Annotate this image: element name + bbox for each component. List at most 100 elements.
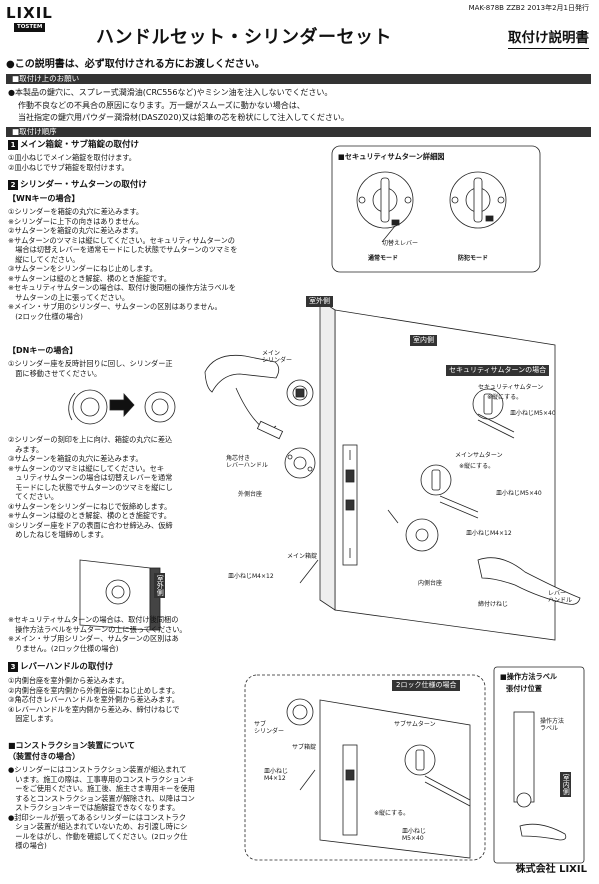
security-detail-box — [331, 145, 541, 273]
step3-line: ④レバーハンドルを室内側から差込み、締付けねじで — [8, 704, 180, 714]
wn-key-heading: 【WNキーの場合】 — [8, 194, 80, 203]
security-case-label: セキュリティサムターンの場合 — [446, 365, 550, 377]
wn-line: サムターンの上に張ってください。 — [8, 292, 130, 302]
construction-line: ●シリンダーにはコンストラクション装置が組込まれて — [8, 765, 187, 774]
construction-line: います。施工の際は、工事専用のコンストラクションキ — [8, 774, 195, 784]
normal-mode-label: 通常モード — [368, 255, 399, 262]
dn-line: ※セキュリティサムターンの場合は、取付け後同梱の — [8, 615, 179, 624]
set-screw-label: 締付けねじ — [478, 601, 509, 608]
step2-num: 2 — [8, 180, 18, 190]
step1-title: メイン箱錠・サブ箱錠の取付け — [20, 140, 140, 150]
request-line: ●本製品の鍵穴に、スプレー式潤滑油(CRC556など)やミシン油を注入しないでく… — [8, 88, 333, 97]
screw-m4x12-label-b: 皿小ねじM4×12 — [228, 573, 274, 580]
dn-line: ①シリンダー座を反時計回りに回し、シリンダー正 — [8, 359, 173, 368]
inner-lever-drawing — [477, 557, 581, 605]
dn-line: 操作方法ラベルをサムターンの上に張ってください。 — [8, 624, 187, 634]
dn-line: めしたねじを増締めします。 — [8, 530, 108, 539]
construction-heading: ■コンストラクション装置について — [8, 741, 136, 750]
step1-line: ②皿小ねじでサブ箱錠を取付けます。 — [8, 162, 129, 172]
dn-line: りません。(2ロック仕様の場合) — [8, 643, 119, 653]
screw-m5x40-label-b: 皿小ねじM5×40 — [496, 490, 542, 497]
wn-line: ※シリンダーに上下の向きはありません。 — [8, 216, 144, 226]
wn-key-text: ①シリンダーを箱錠の丸穴に差込みます。 ※シリンダーに上下の向きはありません。 … — [8, 207, 270, 321]
vertical-note-1: ※縦にする。 — [487, 394, 523, 401]
dn-line: ③サムターンを箱錠の丸穴に差込みます。 — [8, 454, 143, 463]
construction-subheading: （装置付きの場合） — [8, 752, 80, 761]
procedure-section-bar: ■取付け順序 — [6, 127, 591, 137]
dn-line: てください。 — [8, 492, 59, 501]
dn-line: みます。 — [8, 444, 44, 454]
step1-num: 1 — [8, 140, 18, 150]
wn-line: ①シリンダーを箱錠の丸穴に差込みます。 — [8, 207, 144, 216]
step3-line: ②内側台座を室内側から外側台座にねじ止めします。 — [8, 685, 180, 695]
dn-line: ※メイン・サブ用シリンダー、サムターンの区別はあ — [8, 634, 179, 643]
dn-line: ※サムターンは縦のとき解錠、横のとき施錠です。 — [8, 511, 171, 520]
wn-line: 場合は切替えレバーを通常モードにした状態でサムターンのツマミを — [8, 245, 238, 254]
construction-line: ールをはがし、作動を確認してください。(2ロック仕 — [8, 831, 188, 841]
two-lock-screw-m4x12: 皿小ねじ M4×12 — [264, 768, 289, 783]
dn-key-text-c: ※セキュリティサムターンの場合は、取付け後同梱の 操作方法ラベルをサムターンの上… — [8, 615, 233, 653]
label-box-inside: 室内側 — [560, 772, 572, 797]
dn-line: 面に移動させてください。 — [8, 368, 102, 378]
main-thumb-label: メインサムターン — [455, 452, 503, 459]
request-line: 作動不良などの不具合の原因になります。万一鍵がスムーズに動かない場合は、 — [18, 100, 305, 110]
sub-thumb-label: サブサムターン — [394, 721, 436, 728]
step3-text: ①内側台座を室外側から差込みます。 ②内側台座を室内側から外側台座にねじ止めしま… — [8, 676, 233, 724]
logo-sub: TOSTEM — [14, 23, 46, 33]
step2-title: シリンダー・サムターンの取付け — [20, 180, 147, 190]
two-lock-vertical-note: ※縦にする。 — [374, 810, 410, 817]
security-thumb-crime-drawing — [449, 171, 507, 229]
wn-line: 縦にしてください。 — [8, 254, 80, 264]
dn-line: ⑤シリンダー座をドアの表面に合わせ締込み、仮締 — [8, 520, 173, 530]
operation-label-text: 操作方法 ラベル — [540, 718, 565, 733]
wn-line: ※メイン・サブ用のシリンダー、サムターンの区別はありません。 — [8, 302, 222, 311]
wn-line: ③サムターンをシリンダーにねじ止めします。 — [8, 264, 157, 273]
lever-handle-label: レバー ハンドル — [548, 590, 573, 605]
construction-line: ストラクションキーでは施解錠できなくなります。 — [8, 803, 180, 812]
dn-line: ④サムターンをシリンダーにねじで仮締めします。 — [8, 501, 172, 511]
label-box-subtitle: 張付け位置 — [506, 684, 542, 693]
construction-text: ●シリンダーにはコンストラクション装置が組込まれて います。施工の際は、工事専用… — [8, 765, 238, 851]
step3-title: レバーハンドルの取付け — [20, 662, 114, 672]
security-detail-title: ■セキュリティサムターン詳細図 — [338, 152, 445, 161]
logo-text: LIXIL — [6, 4, 53, 22]
wn-line: ②サムターンを箱錠の丸穴に差込みます。 — [8, 226, 143, 235]
construction-line: するとコンストラクション装置が解除され、以降はコン — [8, 793, 195, 803]
security-thumb-label: セキュリティサムターン — [478, 384, 544, 391]
screw-m5x40-label-a: 皿小ねじM5×40 — [510, 410, 556, 417]
step3-line: 固定します。 — [8, 714, 58, 723]
step3-num: 3 — [8, 662, 18, 672]
page-title: ハンドルセット・シリンダーセット — [96, 27, 392, 48]
manual-label: 取付け説明書 — [508, 30, 589, 49]
wn-line: (2ロック仕様の場合) — [8, 311, 83, 321]
dn-key-heading: 【DNキーの場合】 — [8, 346, 78, 355]
construction-line: ーをご使用ください。施工後、施主さま専用キーを使用 — [8, 784, 195, 793]
inside-label: 室内側 — [410, 335, 437, 347]
outer-lever-drawing — [204, 354, 280, 393]
two-lock-box — [244, 674, 486, 861]
two-lock-screw-m5x40: 皿小ねじ M5×40 — [402, 828, 427, 843]
outside-label: 室外側 — [306, 296, 333, 308]
wn-line: ※サムターンは縦のとき解錠、横のとき施錠です。 — [8, 273, 171, 283]
sub-cylinder-label: サブ シリンダー — [254, 721, 285, 736]
sub-box-label: サブ箱錠 — [292, 744, 317, 751]
dn-line: モードにした状態でサムターンのツマミを縦にし — [8, 482, 173, 492]
lever-square-label: 角芯付き レバーハンドル — [226, 455, 268, 470]
security-thumb-normal-drawing — [356, 171, 414, 229]
request-section-bar: ■取付け上のお願い — [6, 74, 591, 84]
construction-line: ション装置が組込まれていないため、お引渡し時にシ — [8, 822, 188, 831]
dn-line: ※サムターンのツマミは縦にしてください。セキ — [8, 463, 165, 473]
step3-line: ①内側台座を室外側から差込みます。 — [8, 676, 129, 685]
outer-base-label: 外側台座 — [238, 491, 263, 498]
main-box-label: メイン箱錠 — [287, 553, 318, 560]
dn-cylinder-drawing-1 — [72, 389, 108, 425]
outside-vertical-label: 室外側 — [154, 573, 166, 598]
inner-base-label: 内側台座 — [418, 580, 443, 587]
wn-line: ※サムターンのツマミは縦にしてください。セキュリティサムターンの — [8, 235, 235, 245]
dn-cylinder-drawing-2 — [144, 391, 176, 423]
dn-key-text-b: ②シリンダーの刻印を上に向け、箱錠の丸穴に差込 みます。 ③サムターンを箱錠の丸… — [8, 435, 223, 540]
main-cylinder-label: メイン シリンダー — [262, 350, 293, 365]
